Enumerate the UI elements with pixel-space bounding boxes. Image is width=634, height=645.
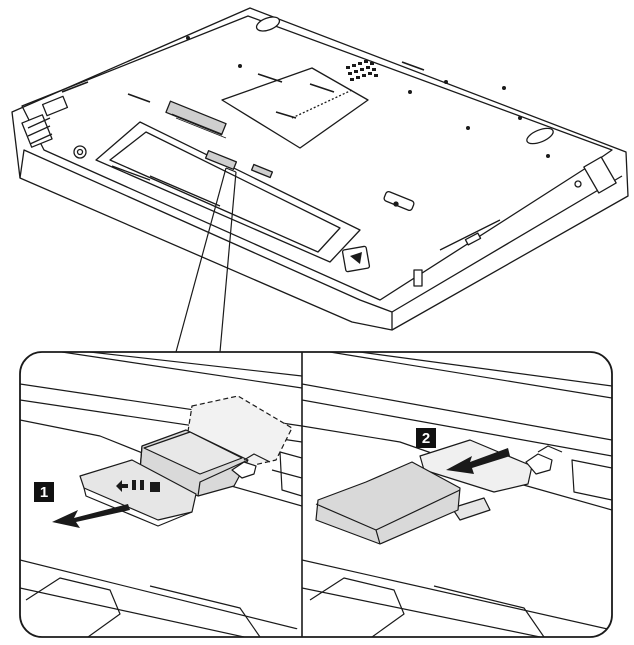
sim-card-removed: [315, 461, 461, 545]
arrow-icon: [52, 504, 130, 528]
laptop-bottom-view: [11, 7, 629, 331]
step1-panel: 1: [20, 352, 302, 637]
vent-grid: [346, 60, 378, 81]
callout-lines: [175, 167, 237, 353]
arrow-icon: [446, 448, 510, 474]
step-2-badge: 2: [416, 428, 436, 448]
step-2-number: 2: [422, 430, 430, 447]
lock-slide-icon: [116, 480, 160, 492]
step-1-badge: 1: [34, 482, 54, 502]
step-1-number: 1: [40, 484, 48, 501]
step2-panel: 2: [302, 352, 612, 637]
